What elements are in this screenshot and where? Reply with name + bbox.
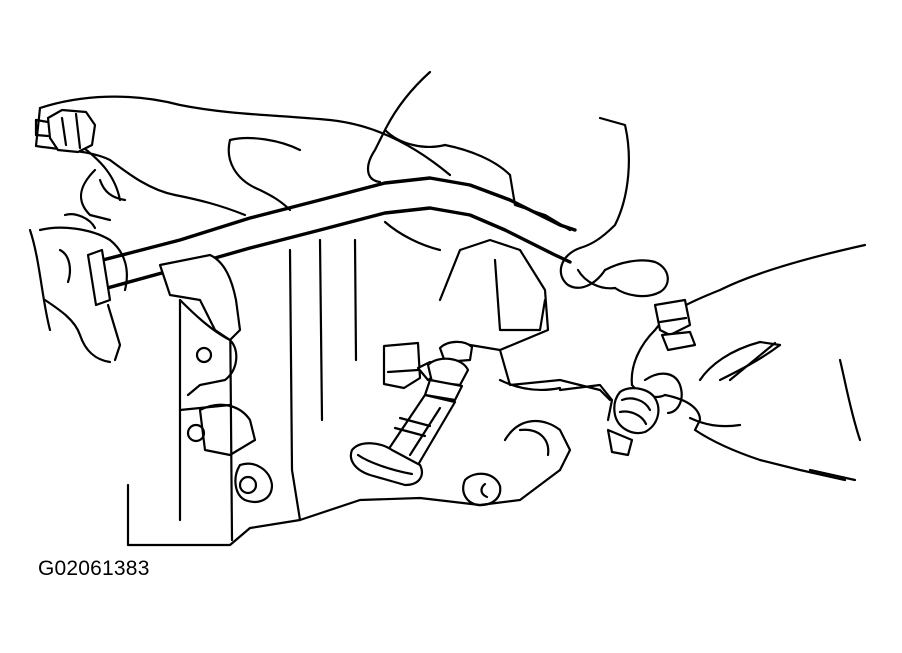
engine-block xyxy=(126,238,614,547)
fuel-injector-handheld xyxy=(606,298,697,457)
fuel-injector-installed xyxy=(349,340,474,487)
figure-id-label: G02061383 xyxy=(38,557,150,580)
delivery-pipe xyxy=(86,176,577,362)
upper-hand xyxy=(367,70,669,298)
left-hand xyxy=(28,95,452,364)
